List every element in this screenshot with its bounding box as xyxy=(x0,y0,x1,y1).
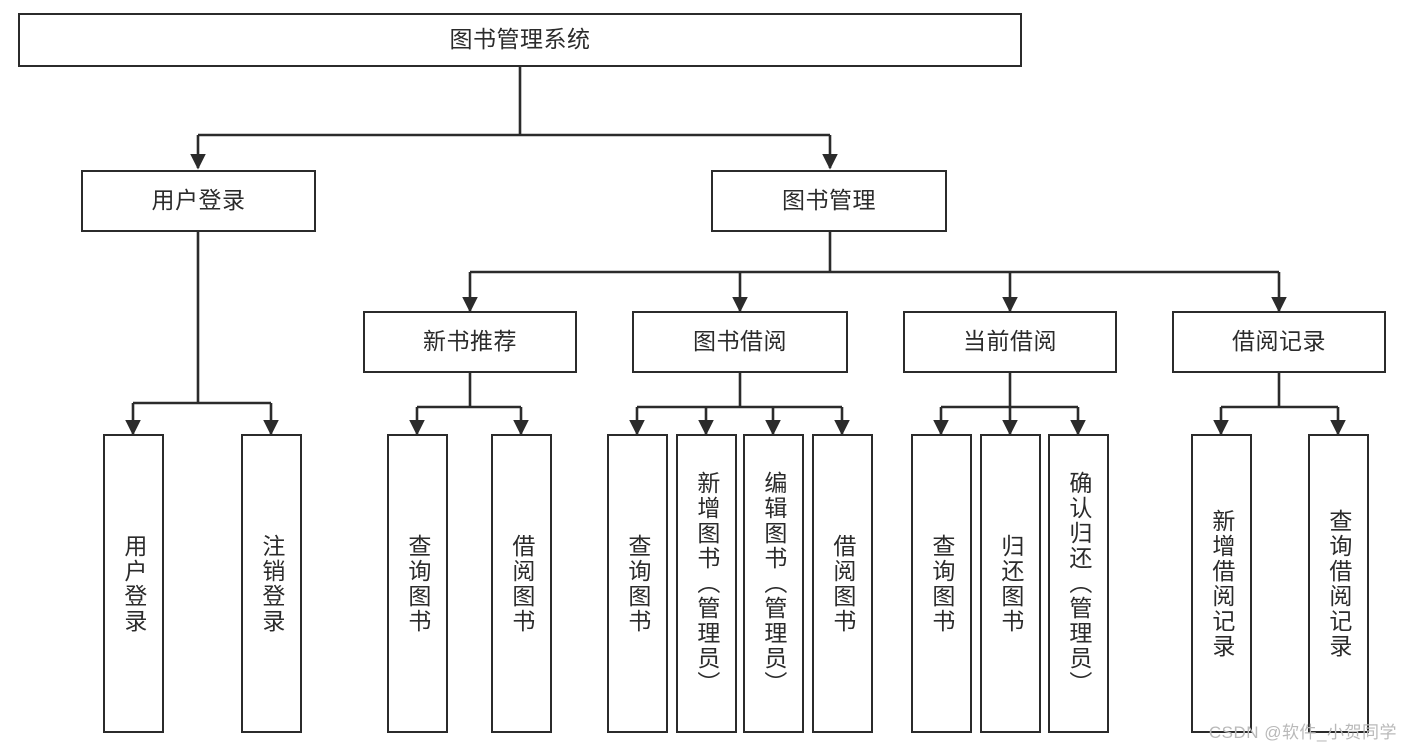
node-book-manage-label: 图书管理 xyxy=(782,187,876,214)
node-user-login[interactable]: 用户登录 xyxy=(81,170,316,232)
node-root-label: 图书管理系统 xyxy=(449,26,591,53)
node-root[interactable]: 图书管理系统 xyxy=(18,13,1022,67)
node-leaf-query-book-3-label: 查询图书 xyxy=(928,533,955,634)
node-leaf-logout-login[interactable]: 注销登录 xyxy=(241,434,302,733)
node-borrow-record-label: 借阅记录 xyxy=(1232,328,1326,355)
node-current-borrow-label: 当前借阅 xyxy=(963,328,1057,355)
node-leaf-user-login-label: 用户登录 xyxy=(120,533,147,634)
node-leaf-add-record-label: 新增借阅记录 xyxy=(1208,508,1235,659)
node-leaf-logout-login-label: 注销登录 xyxy=(258,533,285,634)
node-leaf-confirm-return-label: 确认归还（管理员） xyxy=(1065,471,1092,696)
node-borrow-record[interactable]: 借阅记录 xyxy=(1172,311,1386,373)
node-leaf-add-book[interactable]: 新增图书（管理员） xyxy=(676,434,737,733)
node-leaf-borrow-book-2[interactable]: 借阅图书 xyxy=(812,434,873,733)
node-leaf-edit-book-label: 编辑图书（管理员） xyxy=(760,471,787,696)
node-leaf-query-book-2[interactable]: 查询图书 xyxy=(607,434,668,733)
node-leaf-query-record[interactable]: 查询借阅记录 xyxy=(1308,434,1369,733)
node-book-borrow[interactable]: 图书借阅 xyxy=(632,311,848,373)
node-leaf-query-book-3[interactable]: 查询图书 xyxy=(911,434,972,733)
node-new-book-recommend[interactable]: 新书推荐 xyxy=(363,311,577,373)
node-leaf-borrow-book-2-label: 借阅图书 xyxy=(829,533,856,634)
node-leaf-query-book-2-label: 查询图书 xyxy=(624,533,651,634)
node-leaf-confirm-return[interactable]: 确认归还（管理员） xyxy=(1048,434,1109,733)
node-leaf-borrow-book-1-label: 借阅图书 xyxy=(508,533,535,634)
node-book-manage[interactable]: 图书管理 xyxy=(711,170,947,232)
node-user-login-label: 用户登录 xyxy=(151,187,246,214)
node-leaf-return-book[interactable]: 归还图书 xyxy=(980,434,1041,733)
csdn-watermark: CSDN @软件_小贺同学 xyxy=(1208,723,1397,742)
node-leaf-query-book-1[interactable]: 查询图书 xyxy=(387,434,448,733)
node-new-book-recommend-label: 新书推荐 xyxy=(423,328,517,355)
node-leaf-query-book-1-label: 查询图书 xyxy=(404,533,431,634)
node-leaf-return-book-label: 归还图书 xyxy=(997,533,1024,634)
node-leaf-query-record-label: 查询借阅记录 xyxy=(1325,508,1352,659)
node-book-borrow-label: 图书借阅 xyxy=(693,328,787,355)
node-leaf-borrow-book-1[interactable]: 借阅图书 xyxy=(491,434,552,733)
node-leaf-user-login[interactable]: 用户登录 xyxy=(103,434,164,733)
node-leaf-add-record[interactable]: 新增借阅记录 xyxy=(1191,434,1252,733)
node-current-borrow[interactable]: 当前借阅 xyxy=(903,311,1117,373)
node-leaf-add-book-label: 新增图书（管理员） xyxy=(693,471,720,696)
node-leaf-edit-book[interactable]: 编辑图书（管理员） xyxy=(743,434,804,733)
